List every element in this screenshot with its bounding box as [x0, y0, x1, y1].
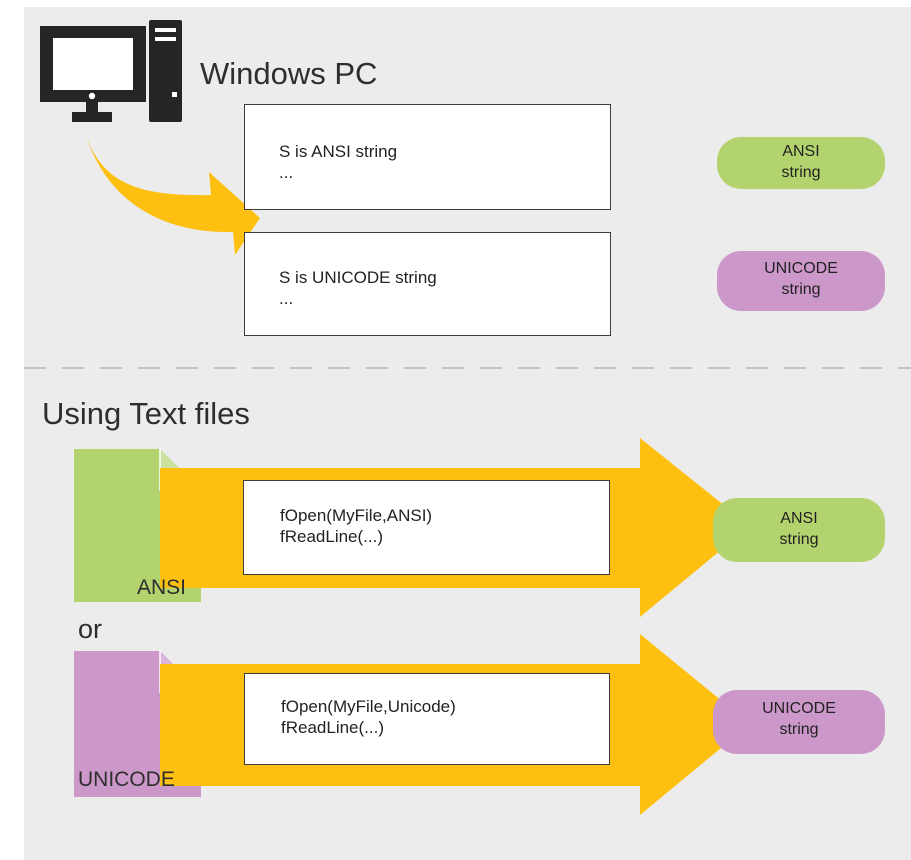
pc-curved-arrow	[84, 128, 260, 255]
pill-line1: UNICODE	[762, 700, 836, 717]
unicode-fopen-box: fOpen(MyFile,Unicode) fReadLine(...)	[244, 673, 610, 765]
ansi-code-line1: S is ANSI string	[279, 142, 398, 161]
ansi-string-pill-top: ANSI string	[717, 137, 885, 189]
unicode-file-label: UNICODE	[78, 768, 175, 791]
monitor-icon	[40, 26, 146, 122]
pill-line2: string	[781, 164, 821, 181]
pill-line2: string	[781, 281, 821, 298]
unicode-fopen-line1: fOpen(MyFile,Unicode)	[281, 697, 456, 716]
ansi-code-line2: ...	[279, 163, 294, 182]
tower-icon	[149, 20, 182, 122]
unicode-string-pill-top: UNICODE string	[717, 251, 885, 311]
unicode-string-pill-bottom: UNICODE string	[713, 690, 885, 754]
pill-line1: UNICODE	[764, 260, 838, 277]
text-files-title: Using Text files	[42, 396, 250, 431]
ansi-fopen-line1: fOpen(MyFile,ANSI)	[280, 506, 433, 525]
pill-line1: ANSI	[782, 143, 820, 160]
or-label: or	[78, 614, 103, 644]
pill-line2: string	[779, 721, 819, 738]
windows-pc-title: Windows PC	[200, 56, 378, 91]
pill-line1: ANSI	[780, 510, 818, 527]
unicode-code-line2: ...	[279, 289, 294, 308]
unicode-code-box: S is UNICODE string ...	[244, 232, 611, 336]
unicode-fopen-line2: fReadLine(...)	[281, 718, 384, 737]
ansi-fopen-line2: fReadLine(...)	[280, 527, 383, 546]
ansi-fopen-box: fOpen(MyFile,ANSI) fReadLine(...)	[243, 480, 610, 575]
unicode-code-line1: S is UNICODE string	[279, 268, 437, 287]
pill-line2: string	[779, 531, 819, 548]
ansi-string-pill-bottom: ANSI string	[713, 498, 885, 562]
ansi-code-box: S is ANSI string ...	[244, 104, 611, 210]
ansi-file-label: ANSI	[137, 576, 187, 599]
